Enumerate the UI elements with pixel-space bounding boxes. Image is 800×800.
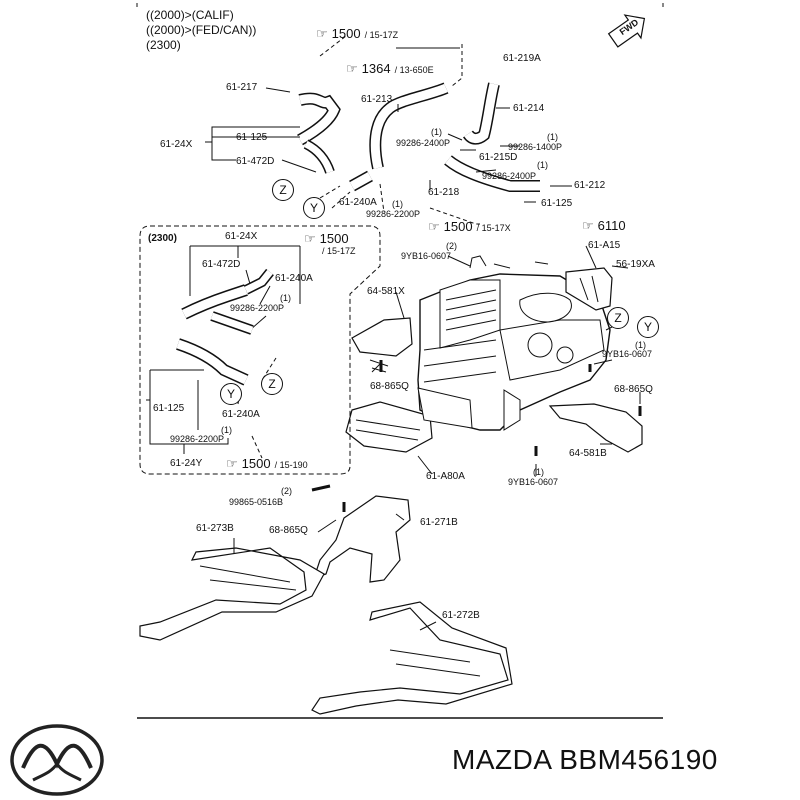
inset-label-61-24y: 61-24Y (170, 458, 203, 469)
label-99865-0516b: 99865-0516B (229, 497, 284, 507)
label-9yb16-0607-b: 9YB16-0607 (602, 349, 653, 359)
label-64-581b: 64-581B (569, 448, 607, 459)
label-61-271b: 61-271B (420, 517, 458, 528)
label-61-a15: 61-A15 (588, 240, 621, 251)
label-9yb16-0607-c: 9YB16-0607 (508, 477, 559, 487)
mazda-logo-icon (10, 724, 104, 796)
label-61-240a: 61-240A (339, 197, 377, 208)
ref-1500-inset: ☞1500 (304, 231, 349, 246)
inset-label-61-240a: 61-240A (275, 273, 313, 284)
ref-6110: ☞6110 (582, 218, 626, 233)
ref-1500-c: ☞1500/ 15-190 (226, 456, 308, 471)
label-99286-2400p: 99286-2400P (396, 138, 451, 148)
label-61-125-b: 61-125 (541, 198, 573, 209)
label-61-272b: 61-272B (442, 610, 480, 621)
brand-footer (0, 718, 800, 800)
inset-label-61-472d: 61-472D (202, 259, 241, 270)
label-9yb16-0607-a: 9YB16-0607 (401, 251, 452, 261)
inset-label-99286-2200p-b: 99286-2200P (170, 434, 225, 444)
label-61-125-a: 61-125 (236, 132, 268, 143)
label-61-219a: 61-219A (503, 53, 541, 64)
label-61-472d: 61-472D (236, 156, 275, 167)
label-qty-2-b: (2) (281, 486, 292, 496)
inset-label-qty-1-b: (1) (221, 425, 232, 435)
label-qty-1-b: (1) (547, 132, 558, 142)
label-61-217: 61-217 (226, 82, 258, 93)
fwd-arrow-icon (607, 14, 646, 48)
ref-1500-inset-sub: / 15-17Z (322, 246, 356, 256)
marker-z-inset: Z (261, 373, 283, 395)
label-68-865q-b: 68-865Q (614, 384, 653, 395)
note-2300: (2300) (146, 38, 181, 52)
inset-label-99286-2200p: 99286-2200P (230, 303, 285, 313)
note-calif: ((2000)>(CALIF) (146, 8, 234, 22)
inset-title: (2300) (148, 233, 177, 244)
ref-1364: ☞1364/ 13-650E (346, 61, 434, 76)
label-qty-1-f: (1) (533, 467, 544, 477)
brand-part-number: MAZDA BBM456190 (452, 744, 718, 775)
label-61-273b: 61-273B (196, 523, 234, 534)
inset-label-61-24x: 61-24X (225, 231, 258, 242)
label-qty-1-c: (1) (537, 160, 548, 170)
inset-label-61-240a-b: 61-240A (222, 409, 260, 420)
inset-label-61-125: 61-125 (153, 403, 185, 414)
label-61-213: 61-213 (361, 94, 393, 105)
label-61-24x: 61-24X (160, 139, 193, 150)
label-61-218: 61-218 (428, 187, 460, 198)
marker-y-a: Y (303, 197, 325, 219)
inset-label-qty-1-a: (1) (280, 293, 291, 303)
ref-1500-a: ☞1500/ 15-17Z (316, 26, 399, 41)
label-qty-1-d: (1) (392, 199, 403, 209)
label-64-581x: 64-581X (367, 286, 405, 297)
label-61-214: 61-214 (513, 103, 545, 114)
label-61-212: 61-212 (574, 180, 606, 191)
label-68-865q-a: 68-865Q (370, 381, 409, 392)
label-qty-1-e: (1) (635, 340, 646, 350)
label-99286-1400p: 99286-1400P (508, 142, 563, 152)
label-99286-2400p-b: 99286-2400P (482, 171, 537, 181)
label-68-865q-c: 68-865Q (269, 525, 308, 536)
note-fed-can: ((2000)>(FED/CAN)) (146, 23, 257, 37)
label-qty-1-a: (1) (431, 127, 442, 137)
marker-z-b: Z (607, 307, 629, 329)
label-qty-2-a: (2) (446, 241, 457, 251)
label-61-215d: 61-215D (479, 152, 518, 163)
label-99286-2200p: 99286-2200P (366, 209, 421, 219)
marker-y-inset: Y (220, 383, 242, 405)
ref-1500-b: ☞1500/ 15-17X (428, 219, 511, 234)
label-61-a80a: 61-A80A (426, 471, 465, 482)
marker-y-b: Y (637, 316, 659, 338)
label-56-19xa: 56-19XA (616, 259, 655, 270)
marker-z-a: Z (272, 179, 294, 201)
heater-unit-icon (417, 255, 611, 431)
